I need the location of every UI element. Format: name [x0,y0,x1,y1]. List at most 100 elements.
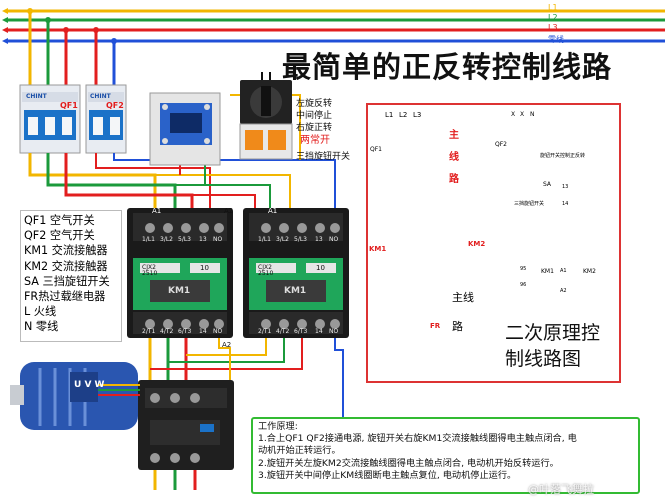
breaker-label-qf2: QF2 [106,101,124,110]
km2-rating: 2510 [258,270,274,277]
schematic-panel [366,103,621,383]
rotary-switch-line-3: 右旋正转 [296,123,333,133]
schematic-terminal: 96 [520,282,527,288]
km1-top-terminal: 5/L3 [178,236,191,243]
legend-item: L 火线 [24,305,57,319]
work-principle-heading: 工作原理: [258,421,298,432]
legend-item: KM1 交流接触器 [24,244,108,258]
km2-top-terminal: 3/L2 [276,236,289,243]
breaker-qf1 [19,84,81,154]
schematic-terminal: A1 [560,268,567,274]
contactor-km1 [127,208,233,338]
schematic-coil-km2: KM2 [583,268,596,275]
breaker-qf2 [85,84,127,154]
schematic-l2: L2 [399,111,408,119]
schematic-terminal: A2 [560,288,567,294]
overload-relay [138,380,234,470]
km2-bottom-terminal: 14 [315,328,323,335]
schematic-fr: FR [430,322,441,330]
legend-item: FR热过载继电器 [24,290,106,304]
legend-item: QF2 空气开关 [24,229,95,243]
schematic-sa: SA [543,181,552,188]
schematic-km1: KM1 [369,245,387,253]
km2-top-terminal: 5/L3 [294,236,307,243]
km2-top-terminal: 13 [315,236,323,243]
schematic-l1: L1 [385,111,394,119]
schematic-main-circuit-1: 主线 [452,291,474,304]
km2-top-terminal: 1/L1 [258,236,271,243]
schematic-main-circuit-2: 路 [452,320,463,333]
schematic-qf2: QF2 [495,141,507,148]
schematic-qf2-note: 旋钮开关控制正反转 [540,153,586,159]
legend-item: N 零线 [24,320,59,334]
work-principle-line: 2.旋钮开关左旋KM2交流接触线圈得电主触点闭合, 电动机开始反转运行。 [258,457,559,469]
schematic-qf1: QF1 [370,146,382,153]
schematic-main-vertical-1: 主 [449,130,459,141]
motor-terminal-label: U V W [74,380,105,390]
rotary-switch-knob [239,72,293,160]
bus-label-l1: L1 [548,3,558,12]
rotary-switch-module [149,92,221,166]
schematic-l3: L3 [413,111,422,119]
rotary-switch-caption: 三挡旋钮开关 [296,152,351,162]
component-legend: QF1 空气开关 QF2 空气开关 KM1 交流接触器 KM2 交流接触器 SA… [20,210,122,342]
schematic-terminal: 13 [562,184,569,190]
km1-a1-label: A1 [152,207,162,215]
breaker-label-qf1: QF1 [60,101,78,110]
work-principle-line: 动机开始正转运行。 [258,445,341,457]
secondary-circuit-title-2: 制线路图 [505,348,582,370]
secondary-circuit-title-1: 二次原理控 [505,322,601,344]
km2-top-terminal: NO [329,236,339,243]
km1-bottom-terminal: 14 [199,328,207,335]
schematic-main-vertical-2: 线 [449,152,459,163]
km2-bottom-terminal: 2/T1 [258,328,272,335]
breaker-brand-2: CHINT [90,93,111,100]
schematic-main-vertical-3: 路 [449,174,459,185]
km2-bottom-terminal: 6/T3 [294,328,308,335]
rotary-switch-line-2: 中间停止 [296,111,333,121]
km2-label: KM1 [284,286,307,296]
bus-label-l3: L3 [548,23,558,32]
work-principle-line: 3.旋钮开关中间停止KM线圈断电主触点复位, 电动机停止运行。 [258,469,517,481]
km1-bottom-terminal: 2/T1 [142,328,156,335]
bus-label-n: 零线 [548,35,564,44]
schematic-small-n: N [530,111,535,118]
schematic-coil-km1: KM1 [541,268,554,275]
contactor-km2 [243,208,349,338]
work-principle-line: 1.合上QF1 QF2接通电源, 旋钮开关右旋KM1交流接触线圈得电主触点闭合,… [258,433,577,445]
km1-model: CJX2 [142,264,156,271]
km1-number: 10 [200,264,209,272]
legend-item: QF1 空气开关 [24,214,95,227]
bus-label-l2: L2 [548,13,558,22]
km1-top-terminal: NO [213,236,223,243]
km2-a2-label: A2 [222,341,232,349]
km1-a2-label: A2 [224,207,234,215]
km1-top-terminal: 13 [199,236,207,243]
km1-top-terminal: 1/L1 [142,236,155,243]
motor [10,362,140,430]
legend-item: SA 三挡旋钮开关 [24,274,110,288]
schematic-sa-note: 三挡旋钮开关 [514,201,545,207]
breaker-brand-1: CHINT [26,93,47,100]
km1-top-terminal: 3/L2 [160,236,173,243]
schematic-terminal: 95 [520,266,527,272]
legend-item: KM2 交流接触器 [24,259,108,273]
km2-bottom-terminal: 4/T2 [276,328,290,335]
work-principle-box: 工作原理: 1.合上QF1 QF2接通电源, 旋钮开关右旋KM1交流接触线圈得电… [251,417,640,494]
km1-bottom-terminal: 4/T2 [160,328,174,335]
km1-rating: 2510 [142,270,158,277]
km2-a1-label: A1 [268,207,278,215]
watermark: @叶落飞舞拉 [528,483,594,496]
km1-bottom-terminal: NO [213,328,223,335]
schematic-km2: KM2 [468,240,486,248]
schematic-small-x2: X [520,111,525,118]
km2-bottom-terminal: NO [329,328,339,335]
page-title: 最简单的正反转控制线路 [282,50,613,84]
km1-bottom-terminal: 6/T3 [178,328,192,335]
schematic-terminal: 14 [562,201,569,207]
km1-label: KM1 [168,286,191,296]
schematic-small-x1: X [511,111,516,118]
rotary-switch-line-1: 左旋反转 [296,99,333,109]
km2-model: CJX2 [258,264,272,271]
rotary-switch-red-text: 两常开 [300,135,330,146]
